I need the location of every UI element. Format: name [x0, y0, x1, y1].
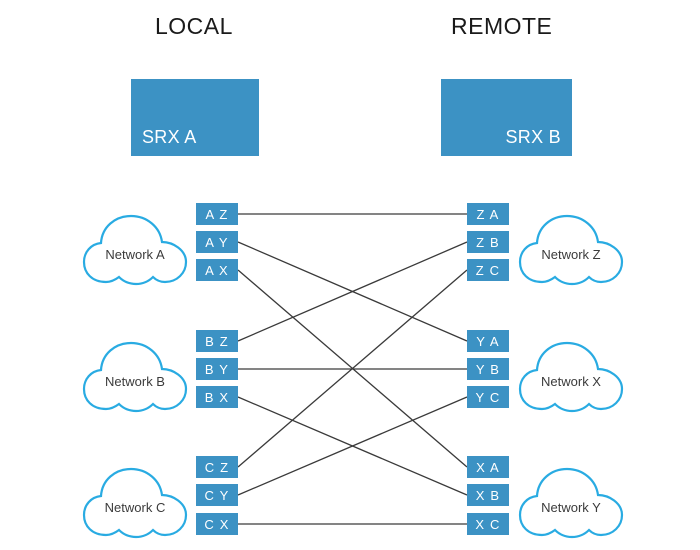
port-label: A Y	[205, 234, 229, 250]
port-chip-remote-8[interactable]: X C	[467, 513, 509, 535]
port-chip-local-8[interactable]: C X	[196, 513, 238, 535]
srx-b-device: SRX B	[441, 79, 572, 156]
port-chip-local-7[interactable]: C Y	[196, 484, 238, 506]
port-chip-remote-0[interactable]: Z A	[467, 203, 509, 225]
cloud-label: Network B	[105, 374, 165, 389]
cloud-label: Network Y	[541, 500, 601, 515]
port-label: Z A	[476, 206, 500, 222]
cloud-label: Network C	[104, 500, 166, 515]
cloud-icon	[518, 467, 624, 539]
port-chip-remote-5[interactable]: Y C	[467, 386, 509, 408]
port-label: B Z	[205, 333, 229, 349]
port-chip-local-1[interactable]: A Y	[196, 231, 238, 253]
cloud-local-2: Network C	[76, 458, 194, 550]
port-label: B X	[204, 389, 230, 405]
cloud-remote-2: Network Y	[512, 458, 630, 550]
cloud-local-0: Network A	[76, 205, 194, 297]
port-chip-remote-1[interactable]: Z B	[467, 231, 509, 253]
cloud-label: Network A	[105, 247, 165, 262]
cloud-label: Network X	[541, 374, 601, 389]
connection-line	[237, 241, 468, 342]
port-label: X B	[475, 487, 501, 503]
srx-a-device: SRX A	[131, 79, 259, 156]
cloud-icon	[82, 467, 188, 539]
srx-a-label: SRX A	[142, 127, 197, 147]
port-chip-local-6[interactable]: C Z	[196, 456, 238, 478]
port-label: C X	[204, 516, 230, 532]
connection-line	[237, 269, 468, 468]
port-label: Y B	[475, 361, 501, 377]
port-label: C Z	[204, 459, 230, 475]
srx-b-label: SRX B	[505, 127, 561, 147]
port-label: B Y	[204, 361, 230, 377]
port-chip-local-2[interactable]: A X	[196, 259, 238, 281]
port-label: Z C	[475, 262, 501, 278]
port-chip-local-4[interactable]: B Y	[196, 358, 238, 380]
port-chip-remote-4[interactable]: Y B	[467, 358, 509, 380]
port-label: X A	[476, 459, 500, 475]
cloud-remote-1: Network X	[512, 332, 630, 424]
heading-remote: REMOTE	[451, 13, 553, 39]
port-label: X C	[475, 516, 501, 532]
port-label: Y C	[475, 389, 501, 405]
port-label: A Z	[205, 206, 229, 222]
cloud-icon	[518, 214, 624, 286]
heading-local: LOCAL	[155, 13, 233, 39]
port-chip-remote-3[interactable]: Y A	[467, 330, 509, 352]
cloud-remote-0: Network Z	[512, 205, 630, 297]
port-chip-remote-6[interactable]: X A	[467, 456, 509, 478]
cloud-icon	[518, 341, 624, 413]
cloud-local-1: Network B	[76, 332, 194, 424]
port-chip-local-3[interactable]: B Z	[196, 330, 238, 352]
port-label: Z B	[476, 234, 500, 250]
port-chip-remote-2[interactable]: Z C	[467, 259, 509, 281]
cloud-label: Network Z	[541, 247, 601, 262]
cloud-icon	[82, 341, 188, 413]
port-chip-local-5[interactable]: B X	[196, 386, 238, 408]
cloud-icon	[82, 214, 188, 286]
port-chip-local-0[interactable]: A Z	[196, 203, 238, 225]
port-label: Y A	[476, 333, 500, 349]
connection-line	[237, 396, 468, 496]
port-label: C Y	[204, 487, 230, 503]
port-label: A X	[205, 262, 229, 278]
port-chip-remote-7[interactable]: X B	[467, 484, 509, 506]
